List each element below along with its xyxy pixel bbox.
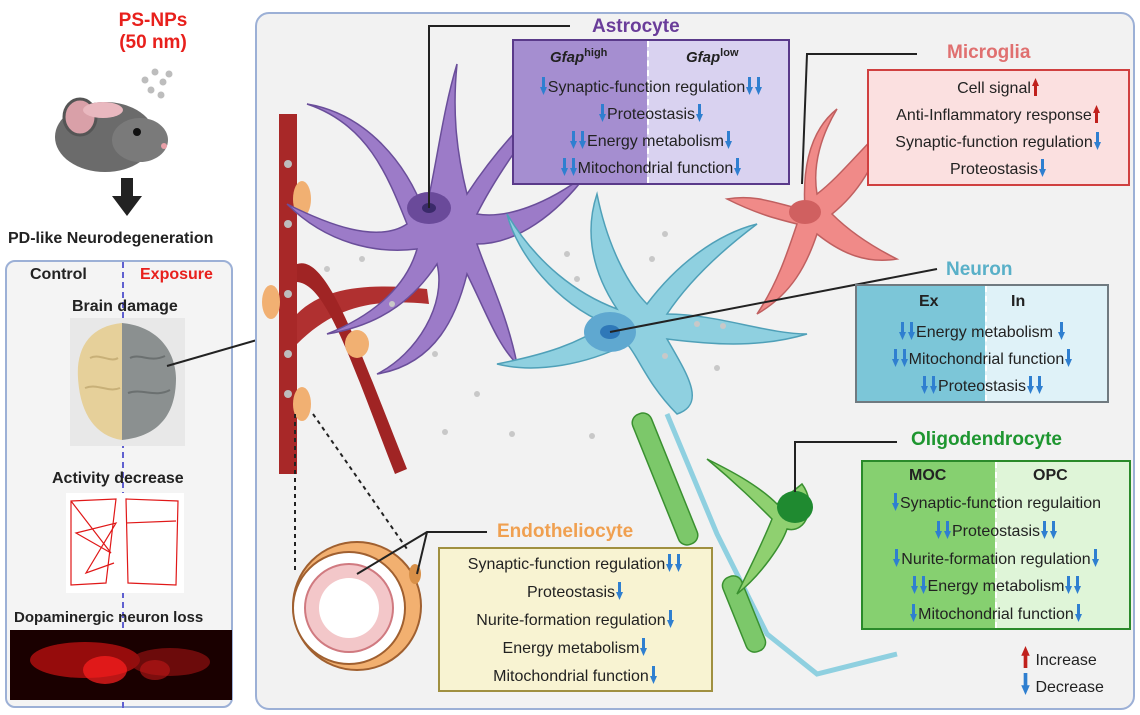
astrocyte-row: Proteostasis xyxy=(514,101,788,128)
oligodendrocyte-row: Synaptic-function regulaition xyxy=(863,490,1129,517)
brain-damage-label: Brain damage xyxy=(72,298,178,315)
activity-decrease-label: Activity decrease xyxy=(52,470,184,487)
microglia-box: Cell signal Anti-Inflammatory response S… xyxy=(867,69,1130,186)
endotheliocyte-box: Synaptic-function regulation Proteostasi… xyxy=(438,547,713,692)
legend-decrease-label: Decrease xyxy=(1035,679,1104,696)
oligodendrocyte-title: Oligodendrocyte xyxy=(911,429,1062,450)
astrocyte-box: Gfaphigh Gfaplow Synaptic-function regul… xyxy=(512,39,790,185)
endotheliocyte-row: Proteostasis xyxy=(440,579,711,606)
endotheliocyte-row: Synaptic-function regulation xyxy=(440,551,711,578)
oligodendrocyte-row: Nurite-formation regulation xyxy=(863,546,1129,573)
microglia-row: Anti-Inflammatory response xyxy=(869,102,1128,129)
neuron-row: Mitochondrial function xyxy=(857,346,1107,373)
astrocyte-row: Energy metabolism xyxy=(514,128,788,155)
dopaminergic-staining-image xyxy=(10,630,232,700)
dopaminergic-loss-label: Dopaminergic neuron loss xyxy=(14,609,204,626)
legend-increase-label: Increase xyxy=(1035,652,1097,669)
brain-image xyxy=(70,318,185,446)
mouse-illustration xyxy=(55,68,173,172)
control-exposure-divider xyxy=(122,262,124,708)
endotheliocyte-row: Mitochondrial function xyxy=(440,663,711,690)
in-header: In xyxy=(1011,293,1026,310)
down-arrow-icon xyxy=(112,178,142,216)
neuron-divider xyxy=(985,286,987,401)
gfap-low-header: Gfaplow xyxy=(686,47,739,66)
gfap-high-header: Gfaphigh xyxy=(550,47,608,66)
connector xyxy=(165,318,258,368)
opc-header: OPC xyxy=(1033,467,1068,484)
moc-column xyxy=(863,462,995,628)
outcome-label: PD-like Neurodegeneration xyxy=(8,230,214,247)
exposure-agent: PS-NPs xyxy=(118,10,188,31)
microglia-row: Cell signal xyxy=(869,75,1128,102)
oligodendrocyte-row: Mitochondrial function xyxy=(863,601,1129,628)
astrocyte-row: Synaptic-function regulation xyxy=(514,74,788,101)
gfap-high-column xyxy=(514,41,647,183)
legend-decrease: Decrease xyxy=(1020,673,1104,697)
control-label: Control xyxy=(30,266,87,283)
oligodendrocyte-divider xyxy=(995,462,997,628)
exposure-title: PS-NPs (50 nm) xyxy=(98,10,208,54)
endotheliocyte-row: Energy metabolism xyxy=(440,635,711,662)
oligodendrocyte-box: MOC OPC Synaptic-function regulaition Pr… xyxy=(861,460,1131,630)
oligodendrocyte-row: Proteostasis xyxy=(863,518,1129,545)
neuron-row: Proteostasis xyxy=(857,373,1107,400)
microglia-row: Proteostasis xyxy=(869,156,1128,183)
astrocyte-divider xyxy=(647,41,649,183)
exposure-label: Exposure xyxy=(140,266,213,283)
astrocyte-row: Mitochondrial function xyxy=(514,155,788,182)
oligodendrocyte-row: Energy metabolism xyxy=(863,573,1129,600)
endotheliocyte-title: Endotheliocyte xyxy=(497,521,634,542)
astrocyte-title: Astrocyte xyxy=(592,16,680,37)
moc-header: MOC xyxy=(909,467,947,484)
activity-track-chart xyxy=(66,493,184,593)
neuron-title: Neuron xyxy=(946,259,1013,280)
ex-header: Ex xyxy=(919,293,939,310)
microglia-title: Microglia xyxy=(947,42,1031,63)
exposure-size: (50 nm) xyxy=(119,32,187,53)
endotheliocyte-row: Nurite-formation regulation xyxy=(440,607,711,634)
microglia-row: Synaptic-function regulation xyxy=(869,129,1128,156)
neuron-row: Energy metabolism xyxy=(857,319,1107,346)
ex-column xyxy=(857,286,985,401)
neuron-box: Ex In Energy metabolism Mitochondrial fu… xyxy=(855,284,1109,403)
legend-increase: Increase xyxy=(1020,646,1097,670)
